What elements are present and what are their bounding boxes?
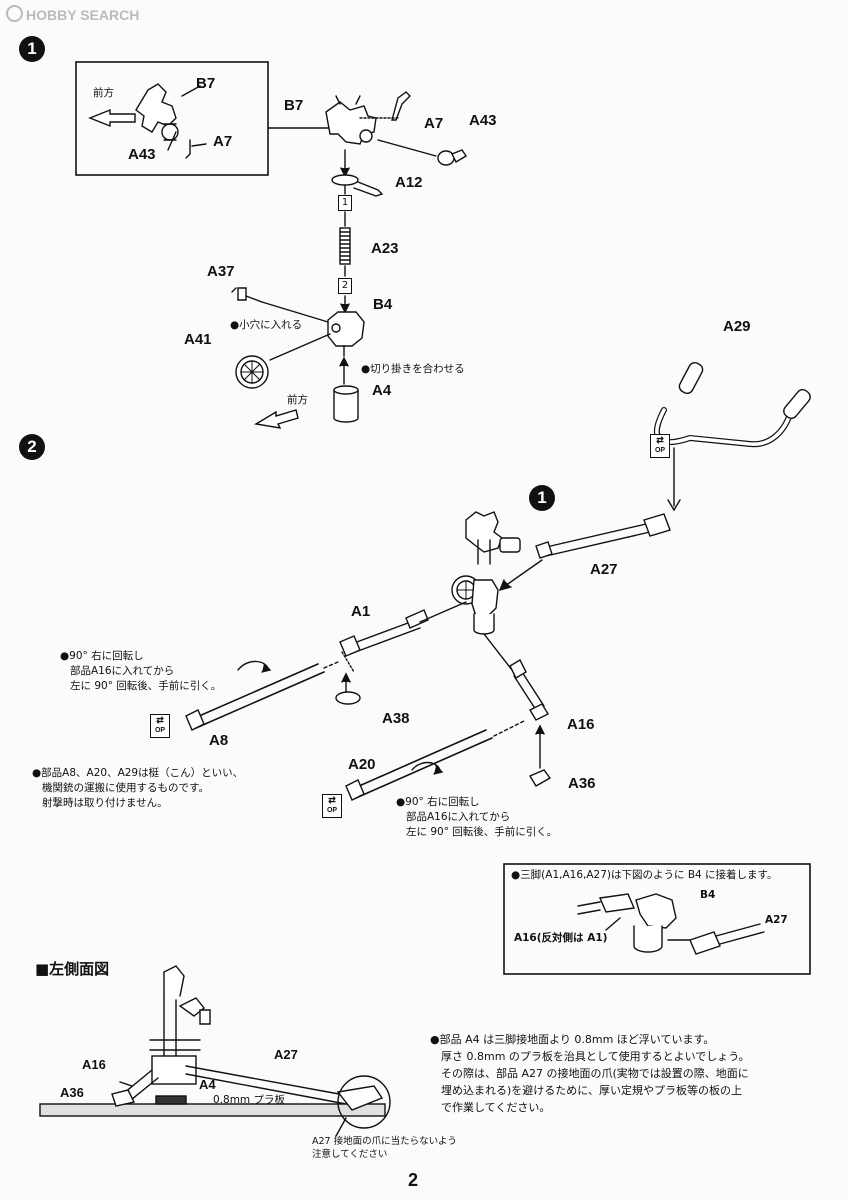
inset-label-b7: B7 (196, 75, 216, 92)
order-badge-1: 1 (338, 195, 352, 211)
label-a29: A29 (723, 318, 751, 335)
tripod-label-b4: B4 (700, 889, 716, 901)
side-view-title: ■左側面図 (35, 960, 110, 978)
step-2-number: 2 (19, 434, 45, 460)
side-view-note: ●部品 A4 は三脚接地面より 0.8mm ほど浮いています。 厚さ 0.8mm… (430, 1033, 750, 1114)
inset-direction-arrow (88, 108, 136, 128)
label-a4: A4 (372, 382, 392, 399)
note-handles: ●部品A8、A20、A29は梃（こん）といい、 機関銃の運搬に使用するものです。… (32, 767, 244, 809)
optional-part-icon: ⇄ (328, 795, 336, 805)
tripod-box-caption: ●三脚(A1,A16,A27)は下図のように B4 に接着します。 (511, 869, 778, 881)
op-icon-a20: ⇄OP (322, 794, 342, 818)
label-a43: A43 (469, 112, 497, 129)
tripod-label-a16: A16(反対側は A1) (514, 932, 608, 944)
label-a37: A37 (207, 263, 235, 280)
watermark: HOBBY SEARCH (6, 5, 139, 23)
optional-part-icon: ⇄ (156, 715, 164, 725)
note-rotate-a20: ●90° 右に回転し 部品A16に入れてから 左に 90° 回転後、手前に引く。 (396, 796, 558, 838)
page-number: 2 (408, 1170, 419, 1190)
side-label-a16: A16 (82, 1057, 106, 1072)
label-a7: A7 (424, 115, 444, 132)
claw-note: A27 接地面の爪に当たらないよう 注意してください (312, 1136, 457, 1160)
step-1-number: 1 (19, 36, 45, 62)
label-a8: A8 (209, 732, 229, 749)
label-a38: A38 (382, 710, 410, 727)
order-badge-2: 2 (338, 278, 352, 294)
direction-label: 前方 (287, 394, 308, 406)
side-label-plate: 0.8mm プラ板 (213, 1094, 285, 1106)
op-icon-a29: ⇄OP (650, 434, 670, 458)
label-a12: A12 (395, 174, 423, 191)
op-icon-a8: ⇄OP (150, 714, 170, 738)
label-a36: A36 (568, 775, 596, 792)
inset-label-a7: A7 (213, 133, 233, 150)
note-rotate-a8: ●90° 右に回転し 部品A16に入れてから 左に 90° 回転後、手前に引く。 (60, 650, 222, 692)
side-label-a27: A27 (274, 1047, 298, 1062)
inset-label-a43: A43 (128, 146, 156, 163)
label-a1: A1 (351, 603, 371, 620)
tripod-label-a27: A27 (765, 914, 788, 926)
note-align-notch: ●切り掛きを合わせる (361, 363, 465, 375)
label-a23: A23 (371, 240, 399, 257)
label-a16: A16 (567, 716, 595, 733)
watermark-logo-icon (6, 5, 23, 22)
label-b7: B7 (284, 97, 304, 114)
label-a41: A41 (184, 331, 212, 348)
optional-part-icon: ⇄ (656, 435, 664, 445)
label-a20: A20 (348, 756, 376, 773)
step-1-reference: 1 (529, 485, 555, 511)
label-a27: A27 (590, 561, 618, 578)
side-label-a4: A4 (199, 1077, 216, 1092)
inset-frame (75, 61, 269, 176)
note-small-hole: ●小穴に入れる (230, 319, 303, 331)
side-label-a36: A36 (60, 1085, 84, 1100)
label-b4: B4 (373, 296, 393, 313)
inset-direction-label: 前方 (93, 87, 114, 99)
